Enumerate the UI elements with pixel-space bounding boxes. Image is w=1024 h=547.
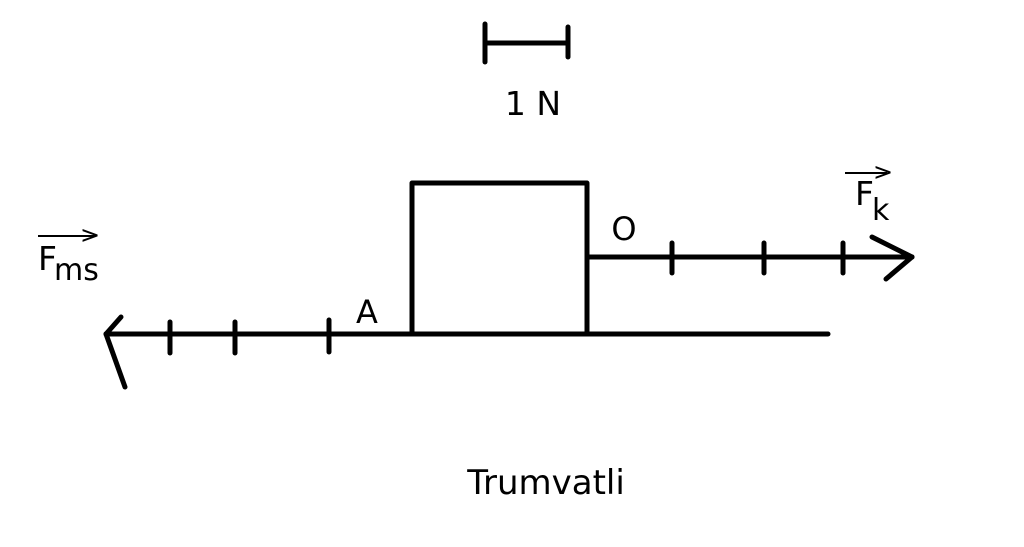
friction-label-arrow: >	[80, 221, 100, 249]
point-o-label: O	[611, 210, 636, 248]
friction-label-subscript: ms	[54, 253, 99, 288]
scale-bar	[482, 21, 571, 65]
pull-arrowhead-upper	[869, 234, 915, 260]
scale-label: 1 N	[505, 84, 561, 123]
friction-force-vector	[103, 314, 415, 390]
caption: Trumvatli	[466, 463, 625, 503]
pull-label-subscript: k	[872, 193, 890, 228]
block	[409, 180, 590, 337]
friction-label-base: F	[38, 239, 57, 278]
friction-arrowhead-lower	[103, 331, 128, 390]
pull-force-vector	[584, 234, 915, 282]
friction-arrowhead-upper	[103, 314, 124, 337]
friction-force-label: > F ms	[38, 221, 100, 288]
pull-force-label: > F k	[845, 158, 893, 228]
pull-arrowhead-lower	[883, 254, 915, 282]
pull-label-arrow: >	[873, 158, 893, 186]
point-a-label: A	[356, 293, 378, 331]
pull-label-base: F	[855, 174, 874, 213]
